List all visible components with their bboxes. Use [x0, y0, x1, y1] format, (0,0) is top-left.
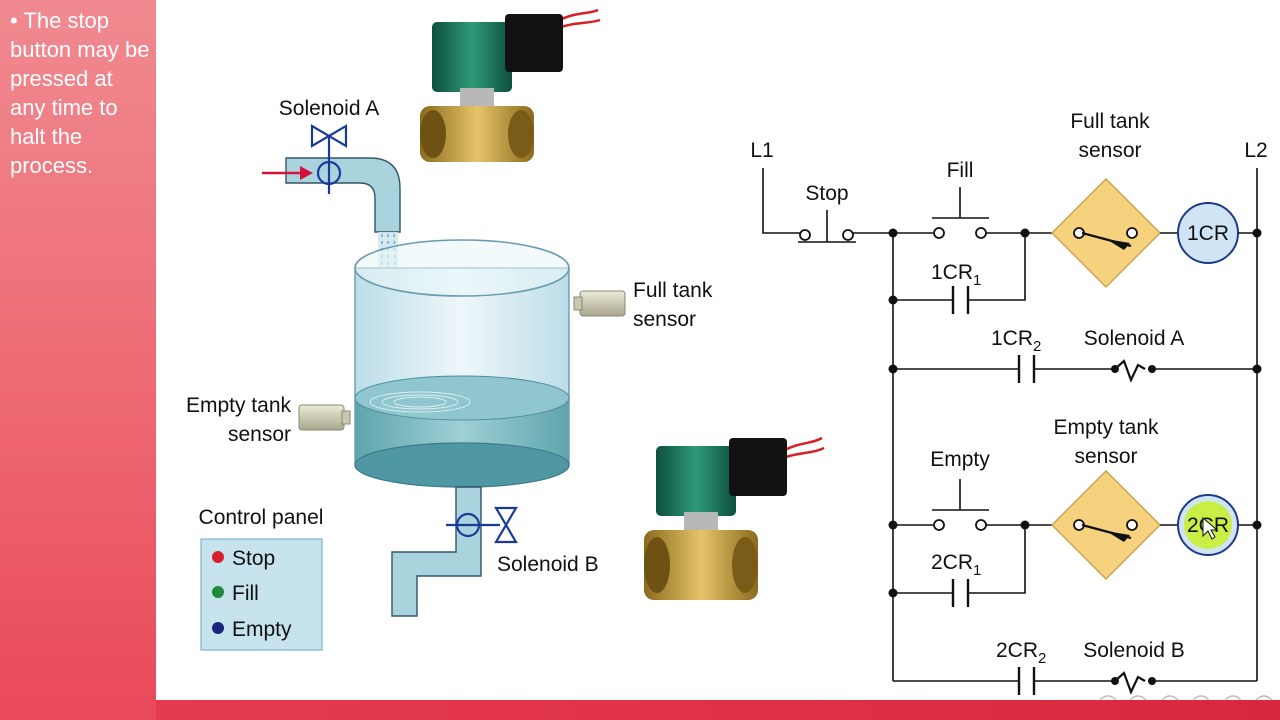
bullet-text: • The stop button may be pressed at any …: [10, 8, 150, 178]
empty-tank-sensor-icon: [298, 404, 351, 431]
coil-1cr-label: 1CR: [1187, 222, 1229, 245]
empty-tank-sensor-label-2: sensor: [228, 423, 291, 446]
contact-1cr2-label: 1CR2: [991, 327, 1041, 355]
solenoid-valve-photo-top: [420, 8, 601, 162]
control-panel-empty: Empty: [232, 618, 292, 641]
copy-button[interactable]: ❐: [1161, 695, 1179, 700]
empty-tank-sensor-label-1: Empty tank: [186, 394, 292, 417]
more-options-button[interactable]: ⋯: [1099, 695, 1117, 700]
empty-pushbutton-no: [932, 479, 989, 531]
l1-label: L1: [750, 139, 773, 162]
full-tank-sensor-switch: [1051, 178, 1161, 288]
contact-1cr1-text: 1CR: [931, 261, 973, 284]
junction-dots: [888, 228, 1262, 598]
contact-1cr1-sub: 1: [973, 272, 981, 289]
empty-indicator-icon: [212, 622, 224, 634]
contact-2cr1-text: 2CR: [931, 551, 973, 574]
contact-2cr2: [1017, 667, 1036, 695]
stop-indicator-icon: [212, 551, 224, 563]
bottom-accent-bar: [156, 700, 1280, 720]
outlet-pipe: [391, 486, 482, 617]
fill-indicator-icon: [212, 586, 224, 598]
tank-diagram: Solenoid A Solenoid B Full tank sensor E…: [186, 97, 713, 651]
solenoid-a-symbol: [1111, 359, 1156, 383]
tank-rim: [354, 239, 570, 297]
sidebar: • The stop button may be pressed at any …: [0, 0, 156, 720]
fill-label: Fill: [947, 159, 974, 182]
contact-1cr2-sub: 2: [1033, 338, 1041, 355]
contact-2cr1: [951, 579, 970, 607]
solenoid-valve-b-icon: [446, 506, 518, 544]
mouse-cursor-icon: [1202, 516, 1219, 540]
empty-label: Empty: [930, 448, 990, 471]
control-panel-stop: Stop: [232, 547, 275, 570]
svg-text:▶: ▶: [1260, 699, 1269, 700]
contact-2cr1-label: 2CR1: [931, 551, 981, 579]
solenoid-a-rung-label: Solenoid A: [1084, 327, 1184, 350]
svg-text:❐: ❐: [1165, 699, 1175, 700]
contact-1cr2: [1017, 355, 1036, 383]
empty-tank-sensor-switch: [1051, 470, 1161, 580]
solenoid-valve-a-icon: [310, 124, 348, 194]
zoom-button[interactable]: ⌕: [1129, 695, 1147, 700]
svg-text:◀: ◀: [1229, 699, 1238, 700]
full-tank-sensor-icon: [573, 290, 626, 317]
full-tank-sensor-label-2: sensor: [633, 308, 696, 331]
solenoid-b-symbol: [1111, 671, 1156, 695]
svg-text:⋯: ⋯: [1103, 699, 1114, 700]
full-tank-sensor-label-1: Full tank: [633, 279, 713, 302]
solenoid-b-label: Solenoid B: [497, 553, 599, 576]
full-sensor-label-1: Full tank: [1070, 110, 1150, 133]
l1-rail: [762, 168, 800, 234]
contact-2cr2-sub: 2: [1038, 650, 1046, 667]
solenoid-valve-photo-bottom: [644, 436, 825, 600]
empty-sensor-label-2: sensor: [1074, 445, 1137, 468]
solenoid-b-rung-label: Solenoid B: [1083, 639, 1185, 662]
contact-1cr2-text: 1CR: [991, 327, 1033, 350]
stop-pushbutton-nc: [798, 210, 856, 243]
inlet-pipe: [285, 157, 401, 233]
pen-button[interactable]: ✎: [1192, 695, 1210, 700]
l2-label: L2: [1244, 139, 1267, 162]
contact-1cr1-label: 1CR1: [931, 261, 981, 289]
control-panel-title: Control panel: [199, 506, 324, 529]
solenoid-a-label: Solenoid A: [279, 97, 379, 120]
control-panel-fill: Fill: [232, 582, 259, 605]
contact-2cr2-text: 2CR: [996, 639, 1038, 662]
contact-2cr2-label: 2CR2: [996, 639, 1046, 667]
svg-text:⌕: ⌕: [1135, 699, 1141, 700]
full-sensor-label-2: sensor: [1078, 139, 1141, 162]
svg-text:✎: ✎: [1196, 699, 1205, 700]
next-slide-button[interactable]: ▶: [1255, 695, 1273, 700]
fill-pushbutton-no: [932, 187, 989, 239]
stop-label: Stop: [805, 182, 848, 205]
previous-slide-button[interactable]: ◀: [1224, 695, 1242, 700]
slideshow-controls: ⋯ ⌕ ❐ ✎ ◀ ▶: [1099, 695, 1273, 700]
empty-sensor-label-1: Empty tank: [1053, 416, 1159, 439]
contact-2cr1-sub: 1: [973, 562, 981, 579]
contact-1cr1: [951, 286, 970, 314]
ladder-diagram: L1 L2 Stop Fill Full tank: [750, 110, 1268, 695]
slide-diagram: Solenoid A Solenoid B Full tank sensor E…: [186, 8, 1273, 700]
